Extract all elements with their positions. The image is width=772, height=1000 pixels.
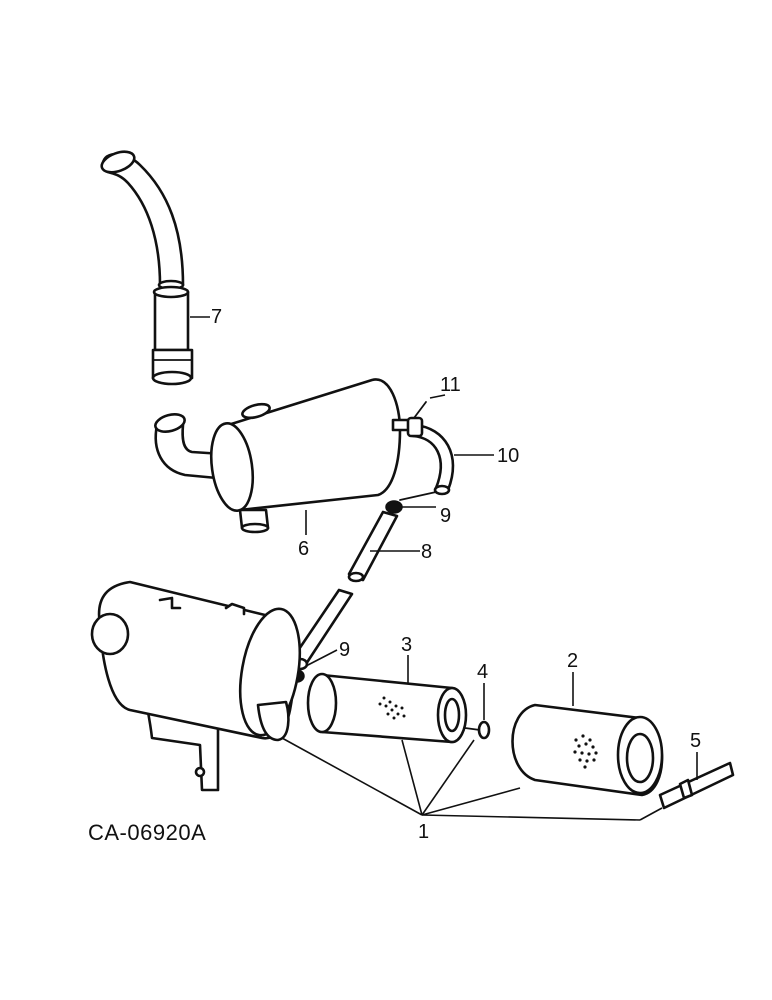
hose-clamp-item-11 — [406, 394, 446, 438]
outer-element-mesh-pattern — [573, 734, 598, 769]
inner-filter-element-item-3 — [306, 655, 468, 744]
tube-item-8 — [291, 510, 420, 666]
muffler-item-6 — [154, 378, 420, 535]
clamp-upper-item-9 — [385, 491, 437, 514]
callout-10: 10 — [497, 445, 519, 467]
outer-filter-element-item-2 — [511, 672, 664, 797]
callout-5: 5 — [690, 730, 701, 752]
callout-9-lower: 9 — [339, 639, 350, 661]
callout-1: 1 — [418, 821, 429, 843]
callout-11: 11 — [440, 374, 461, 396]
wing-bolt-item-4 — [464, 683, 491, 740]
air-cleaner-housing — [90, 580, 302, 792]
element-mesh-pattern — [378, 696, 406, 720]
pipe-adapter-item-7 — [151, 285, 210, 386]
exhaust-elbow-pipe — [100, 150, 185, 291]
callout-7: 7 — [211, 306, 222, 328]
callout-6: 6 — [298, 538, 309, 560]
callout-9-upper: 9 — [440, 505, 451, 527]
callout-2: 2 — [567, 650, 578, 672]
vent-hose-item-10 — [411, 423, 494, 496]
figure-reference-code: CA-06920A — [88, 820, 206, 845]
assembly-leader-lines-item-1 — [281, 737, 663, 821]
callout-3: 3 — [401, 634, 412, 656]
callout-8: 8 — [421, 541, 432, 563]
bracket-item-5 — [658, 752, 735, 810]
callout-4: 4 — [477, 661, 488, 683]
